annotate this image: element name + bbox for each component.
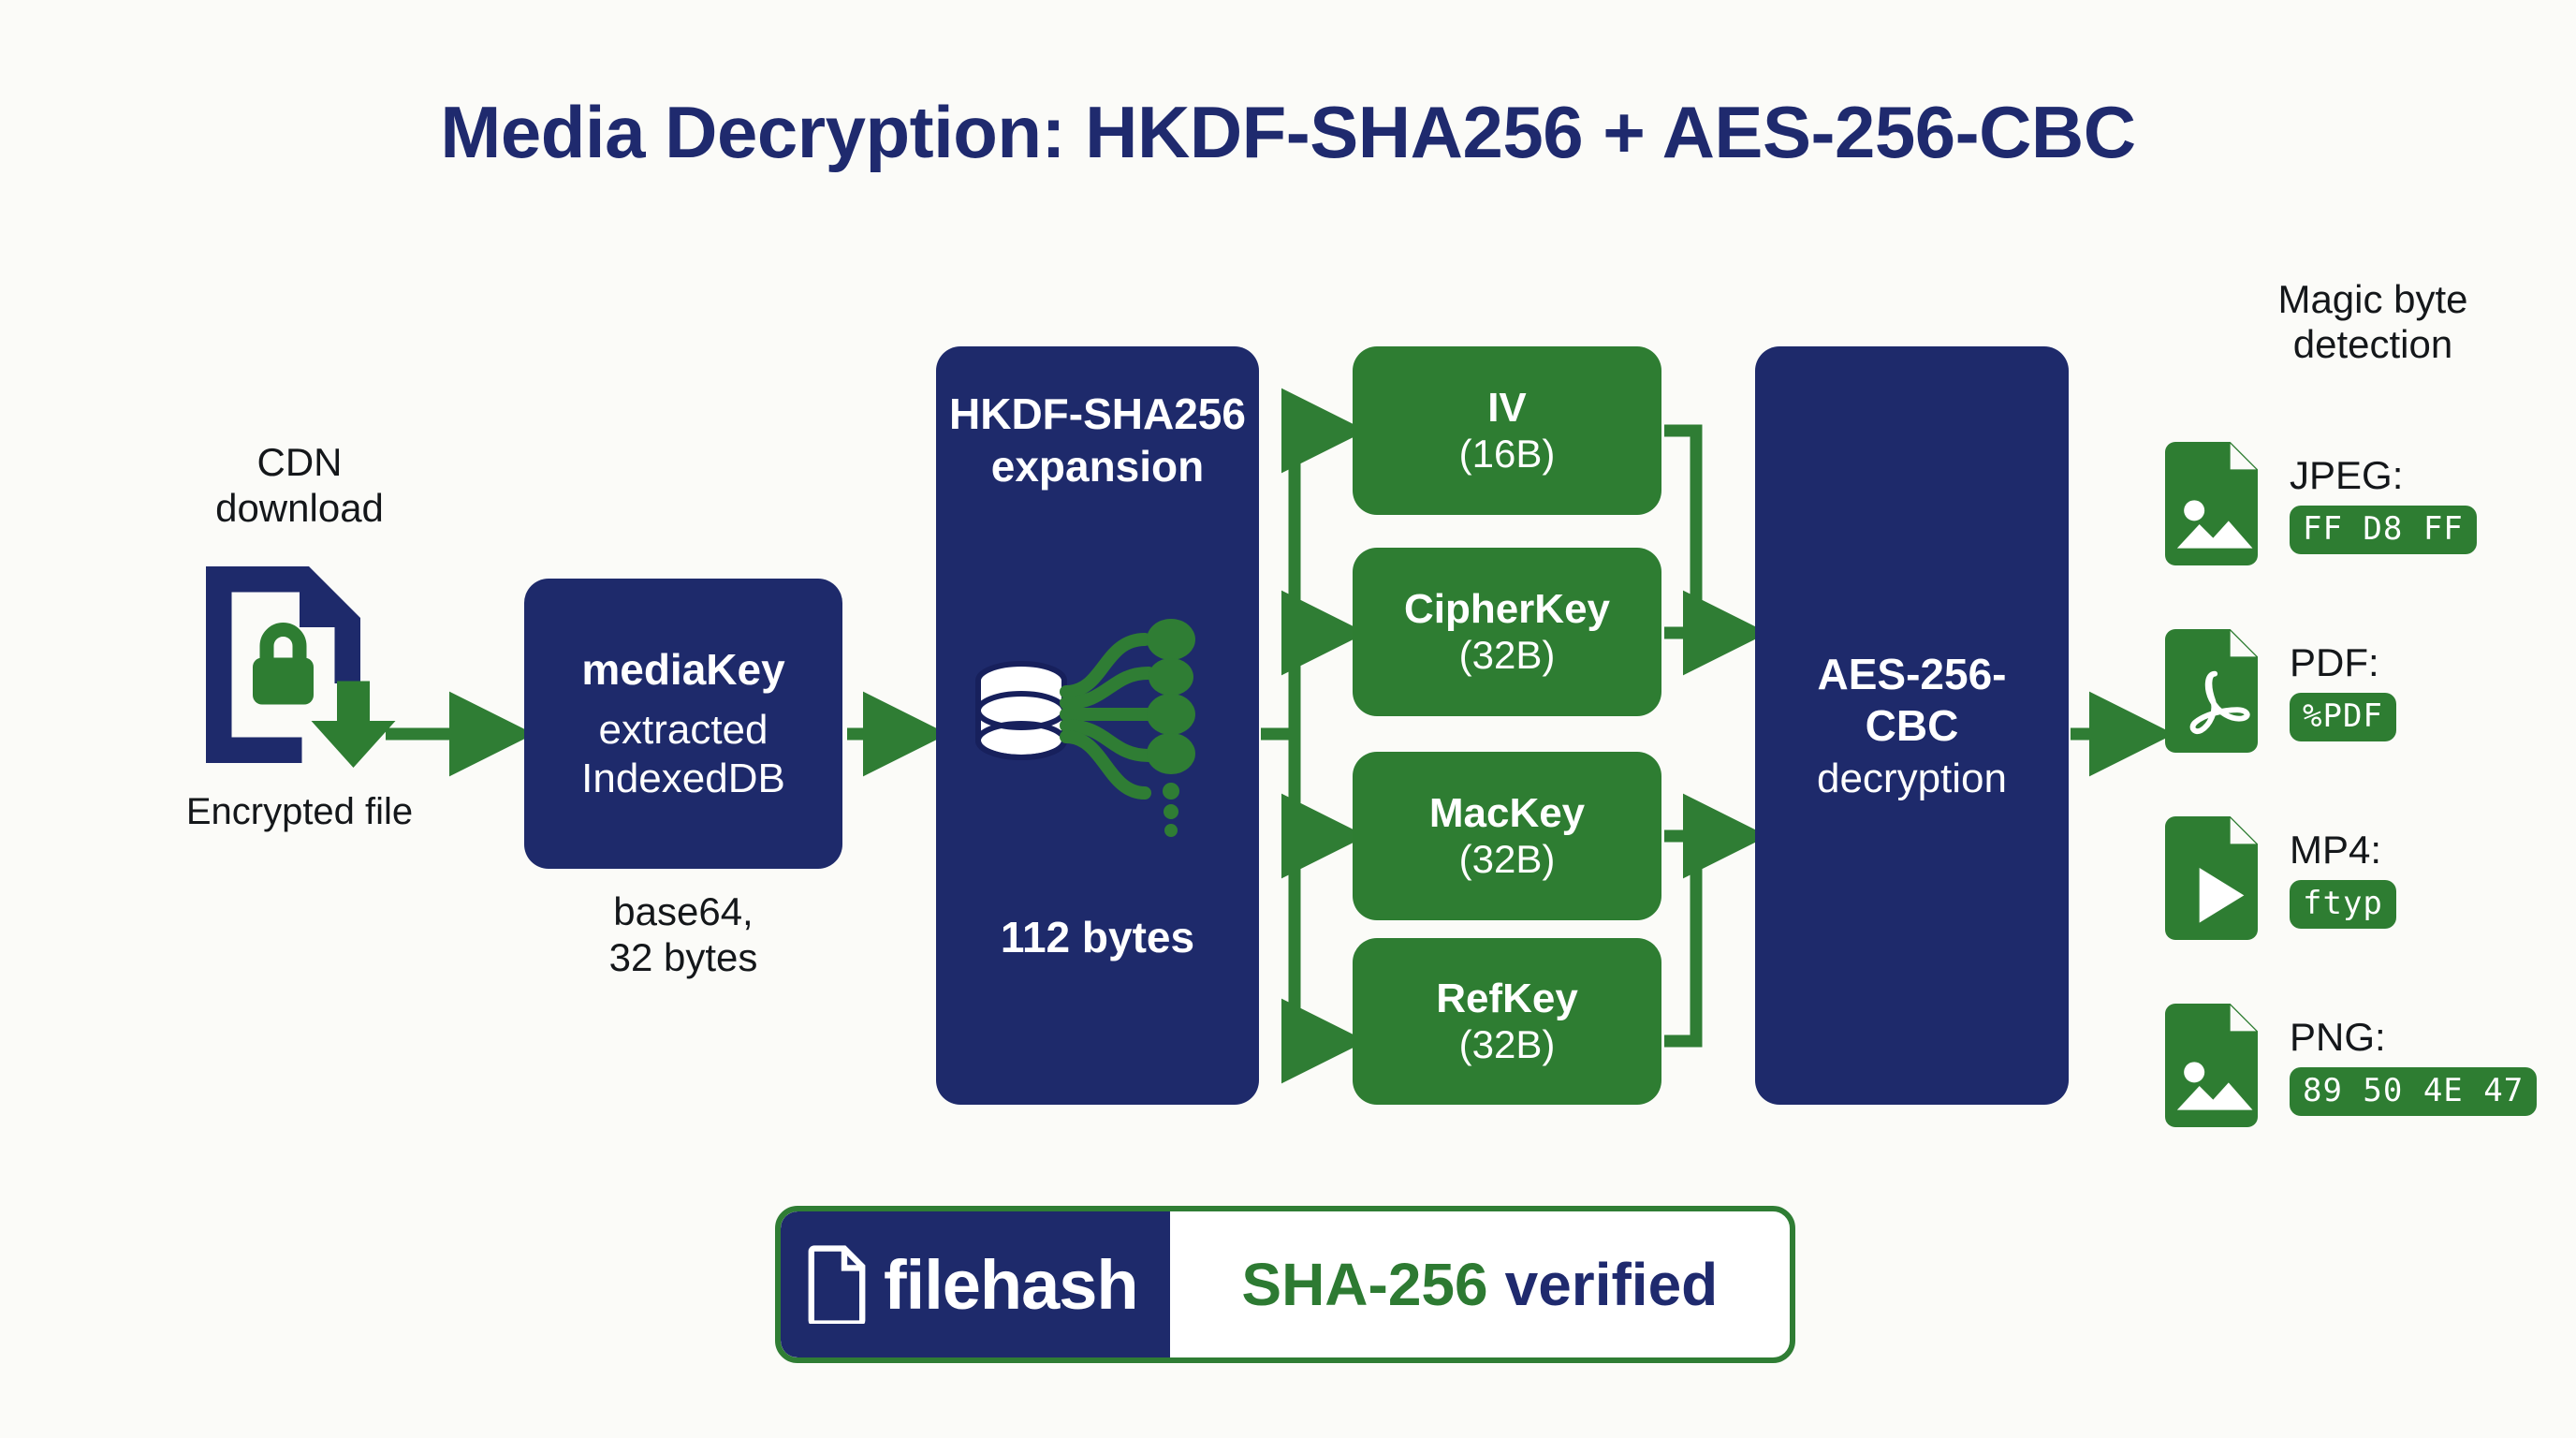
format-label: PNG: <box>2290 1015 2386 1059</box>
mediakey-title: mediaKey <box>581 645 785 695</box>
encrypted-file-stage: CDN download Encrypted file <box>112 440 487 833</box>
file-icon <box>808 1245 866 1324</box>
out-text: MP4: ftyp <box>2290 828 2396 929</box>
magic-heading-line2: detection <box>2292 322 2453 367</box>
encrypted-file-caption: Encrypted file <box>185 791 414 833</box>
magic-bytes-badge: %PDF <box>2290 693 2396 741</box>
key-size: (32B) <box>1458 633 1556 677</box>
page-title: Media Decryption: HKDF-SHA256 + AES-256-… <box>440 91 2136 173</box>
magic-byte-detection-heading: Magic byte detection <box>2190 277 2555 368</box>
magic-bytes-badge: ftyp <box>2290 880 2396 929</box>
key-name: MacKey <box>1428 790 1586 836</box>
out-text: JPEG: FF D8 FF <box>2290 453 2477 554</box>
list-item[interactable]: PDF: %PDF <box>2164 597 2557 785</box>
aes-title-line1: AES-256- <box>1817 649 2007 698</box>
aes-title-line2: CBC <box>1865 701 1959 750</box>
hkdf-title-line2: expansion <box>990 442 1205 492</box>
key-size: (32B) <box>1458 837 1556 881</box>
pdf-file-icon <box>2165 629 2258 753</box>
mediakey-caption-line2: 32 bytes <box>608 934 758 979</box>
key-box-refkey[interactable]: RefKey (32B) <box>1353 938 1661 1105</box>
list-item[interactable]: PNG: 89 50 4E 47 <box>2164 972 2557 1159</box>
mediakey-box[interactable]: mediaKey extracted IndexedDB <box>524 579 842 869</box>
key-size: (16B) <box>1458 432 1556 476</box>
hkdf-expansion-box[interactable]: HKDF-SHA256 expansion 112 bytes <box>936 346 1259 1105</box>
format-label: MP4: <box>2290 828 2382 872</box>
magic-bytes-badge: 89 50 4E 47 <box>2290 1067 2538 1116</box>
format-label: PDF: <box>2290 640 2379 684</box>
file-lock-download-icon <box>206 566 396 769</box>
cdn-download-label: CDN download <box>112 440 487 531</box>
list-item[interactable]: JPEG: FF D8 FF <box>2164 410 2557 597</box>
cdn-label-line1: CDN <box>256 440 343 484</box>
key-box-iv[interactable]: IV (16B) <box>1353 346 1661 515</box>
badge-status-label: verified <box>1504 1251 1719 1318</box>
mediakey-sub: extracted IndexedDB <box>581 706 785 803</box>
hkdf-title-line1: HKDF-SHA256 <box>949 389 1246 438</box>
mediakey-sub-line1: extracted <box>598 707 768 754</box>
aes-title: AES-256- CBC <box>1818 649 2007 752</box>
mediakey-sub-line2: IndexedDB <box>581 756 785 801</box>
image-file-icon <box>2165 1004 2258 1127</box>
key-box-mackey[interactable]: MacKey (32B) <box>1353 752 1661 920</box>
badge-brand-label: filehash <box>884 1245 1139 1324</box>
key-name: RefKey <box>1436 976 1578 1021</box>
status-badge: filehash SHA-256 verified <box>775 1206 1795 1363</box>
aes-subtitle: decryption <box>1816 756 2007 802</box>
database-expansion-icon <box>974 619 1195 838</box>
mediakey-caption-line1: base64, <box>613 889 754 933</box>
mediakey-caption: base64, 32 bytes <box>524 889 842 980</box>
video-file-icon <box>2165 816 2258 940</box>
magic-bytes-badge: FF D8 FF <box>2290 506 2477 554</box>
list-item[interactable]: MP4: ftyp <box>2164 785 2557 972</box>
key-name: CipherKey <box>1403 586 1611 632</box>
badge-algo-label: SHA-256 <box>1241 1251 1488 1318</box>
badge-brand-segment: filehash <box>781 1211 1170 1357</box>
aes-decryption-box[interactable]: AES-256- CBC decryption <box>1755 346 2069 1105</box>
out-text: PNG: 89 50 4E 47 <box>2290 1015 2538 1116</box>
hkdf-title: HKDF-SHA256 expansion <box>949 388 1246 492</box>
badge-status-segment: SHA-256 verified <box>1170 1211 1790 1357</box>
hkdf-output-size: 112 bytes <box>1000 913 1195 962</box>
key-box-cipherkey[interactable]: CipherKey (32B) <box>1353 548 1661 716</box>
out-text: PDF: %PDF <box>2290 640 2396 741</box>
key-name: IV <box>1487 385 1527 431</box>
magic-heading-line1: Magic byte <box>2277 277 2468 321</box>
cdn-label-line2: download <box>215 485 384 530</box>
key-size: (32B) <box>1458 1022 1556 1066</box>
magic-byte-list: JPEG: FF D8 FF PDF: %PDF MP4: ftyp <box>2164 410 2557 1159</box>
image-file-icon <box>2165 442 2258 565</box>
format-label: JPEG: <box>2290 453 2404 497</box>
